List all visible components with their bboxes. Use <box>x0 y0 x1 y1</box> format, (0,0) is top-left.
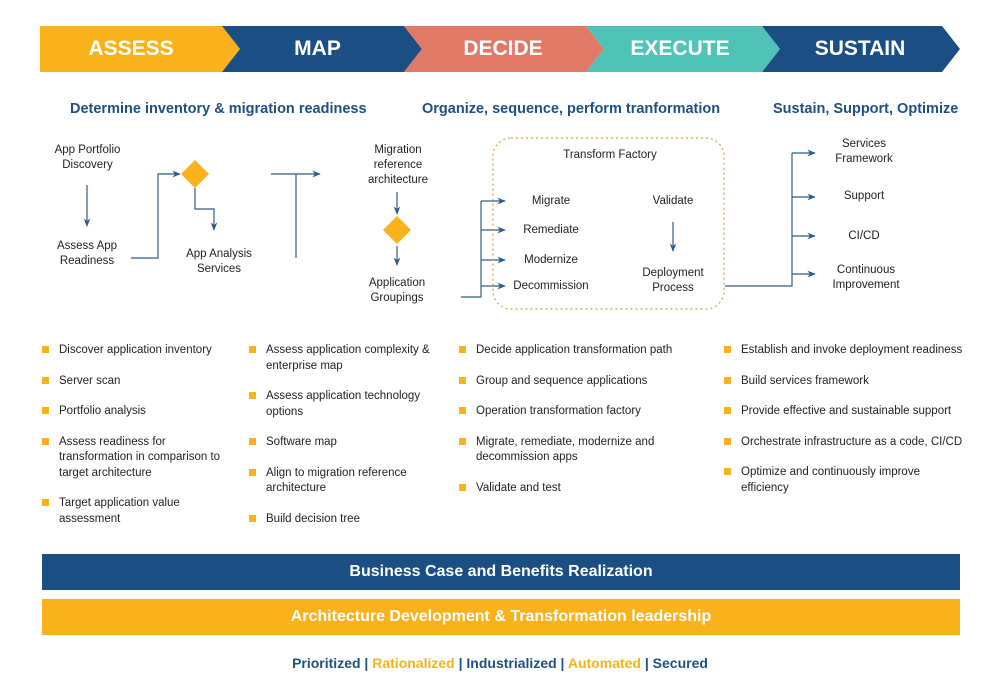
connector-groupings-bus <box>461 201 482 298</box>
bullet-square-icon <box>724 407 731 414</box>
bullet-square-icon <box>724 437 731 445</box>
tagline: Prioritized | Rationalized | Industriali… <box>0 655 1000 671</box>
bullet-square-icon <box>459 407 466 414</box>
phase-label-sustain: SUSTAIN <box>814 37 906 60</box>
decision-diamond-assess <box>181 160 209 188</box>
node-validate: Validate <box>652 195 694 207</box>
phase-chevron-decide <box>404 26 604 72</box>
banner-business-case: Business Case and Benefits Realization <box>42 554 960 590</box>
bullet-item: Group and sequence applications <box>459 374 689 390</box>
node-assess-app-readiness: Assess App Readiness <box>56 240 118 267</box>
bullet-item: Optimize and continuously improve effici… <box>724 465 964 496</box>
node-continuous-improvement: Continuous Improvement <box>832 264 900 291</box>
bullet-square-icon <box>42 407 49 414</box>
tagline-separator: | <box>454 655 467 671</box>
tagline-separator: | <box>640 655 653 671</box>
bullet-square-icon <box>42 437 49 445</box>
section-title-decide-execute: Organize, sequence, perform tranformatio… <box>422 101 721 117</box>
bullet-item: Build decision tree <box>249 512 434 528</box>
bullet-item: Server scan <box>42 374 227 390</box>
bullet-square-icon <box>724 346 731 353</box>
node-migration-reference-architecture: Migration reference architecture <box>367 144 429 186</box>
bullet-item: Orchestrate infrastructure as a code, CI… <box>724 435 964 451</box>
bullet-item: Validate and test <box>459 481 689 497</box>
tagline-word: Industrialized <box>466 655 557 671</box>
phase-chevron-bar <box>40 26 960 72</box>
section-title-sustain: Sustain, Support, Optimize <box>773 101 959 117</box>
phase-chevron-execute <box>586 26 780 72</box>
bullet-list-assess: Discover application inventory Server sc… <box>42 343 227 542</box>
bullet-square-icon <box>249 468 256 476</box>
bullet-square-icon <box>459 376 466 384</box>
phase-label-decide: DECIDE <box>463 37 543 60</box>
phase-label-map: MAP <box>294 37 341 60</box>
bullet-square-icon <box>42 499 49 506</box>
node-deployment-process: Deployment Process <box>642 267 704 294</box>
node-app-analysis-services: App Analysis Services <box>186 248 252 275</box>
node-decommission: Decommission <box>513 280 589 292</box>
tagline-word: Prioritized <box>292 655 361 671</box>
node-modernize: Modernize <box>524 254 578 266</box>
tagline-separator: | <box>556 655 568 671</box>
section-title-assess-map: Determine inventory & migration readines… <box>70 101 367 117</box>
bullet-item: Assess application technology options <box>249 389 434 420</box>
decision-diamond-decide <box>383 216 411 244</box>
transform-factory-box <box>492 137 725 310</box>
bullet-item: Assess application complexity & enterpri… <box>249 343 434 374</box>
bullet-square-icon <box>459 346 466 353</box>
transform-factory-title: Transform Factory <box>563 149 657 161</box>
phase-label-assess: ASSESS <box>88 37 174 60</box>
node-application-groupings: Application Groupings <box>368 277 426 304</box>
bullet-item: Establish and invoke deployment readines… <box>724 343 964 359</box>
phase-chevron-assess <box>40 26 240 72</box>
connector-decision-to-analysis <box>194 188 218 231</box>
bullet-square-icon <box>249 346 256 353</box>
bullet-square-icon <box>42 376 49 384</box>
bullet-list-sustain: Establish and invoke deployment readines… <box>724 343 964 511</box>
connector-readiness-to-decision <box>131 170 181 259</box>
bullet-item: Assess readiness for transformation in c… <box>42 435 227 482</box>
phase-chevron-sustain <box>762 26 960 72</box>
flow-diagram <box>83 137 816 310</box>
bullet-item: Software map <box>249 435 434 451</box>
node-support: Support <box>843 190 885 202</box>
bullet-item: Build services framework <box>724 374 964 390</box>
bullet-item: Decide application transformation path <box>459 343 689 359</box>
bullet-square-icon <box>459 437 466 445</box>
bullet-item: Align to migration reference architectur… <box>249 466 434 497</box>
phase-label-execute: EXECUTE <box>630 37 730 60</box>
bullet-square-icon <box>249 392 256 399</box>
node-remediate: Remediate <box>523 224 579 236</box>
tagline-separator: | <box>360 655 373 671</box>
phase-chevron-map <box>222 26 422 72</box>
node-cicd: CI/CD <box>848 230 880 242</box>
node-app-portfolio-discovery: App Portfolio Discovery <box>54 144 121 171</box>
tagline-word: Secured <box>652 655 708 671</box>
bullet-item: Provide effective and sustainable suppor… <box>724 404 964 420</box>
bullet-list-map: Assess application complexity & enterpri… <box>249 343 434 542</box>
tagline-word: Rationalized <box>372 655 455 671</box>
bullet-item: Discover application inventory <box>42 343 227 359</box>
banner-architecture-leadership: Architecture Development & Transformatio… <box>42 599 960 635</box>
connector-factory-to-sustain-bus <box>725 153 793 287</box>
bullet-item: Portfolio analysis <box>42 404 227 420</box>
bullet-item: Target application value assessment <box>42 496 227 527</box>
bullet-list-decide-execute: Decide application transformation path G… <box>459 343 689 511</box>
bullet-square-icon <box>724 468 731 475</box>
node-services-framework: Services Framework <box>835 138 893 165</box>
bullet-item: Migrate, remediate, modernize and decomm… <box>459 435 689 466</box>
bullet-square-icon <box>249 514 256 522</box>
bullet-square-icon <box>724 376 731 384</box>
node-migrate: Migrate <box>531 195 571 207</box>
bullet-square-icon <box>42 346 49 353</box>
bullet-item: Operation transformation factory <box>459 404 689 420</box>
tagline-word: Automated <box>567 655 641 671</box>
bullet-square-icon <box>249 438 256 445</box>
bullet-square-icon <box>459 483 466 491</box>
